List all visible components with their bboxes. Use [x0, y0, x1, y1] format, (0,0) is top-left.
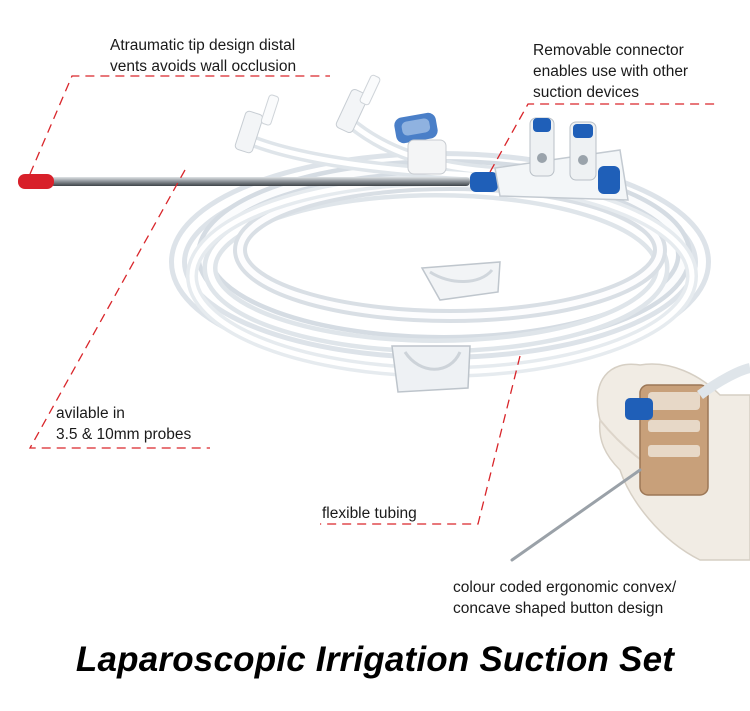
product-title: Laparoscopic Irrigation Suction Set — [75, 640, 675, 679]
leader-tip — [29, 75, 330, 175]
spike-connectors — [234, 74, 447, 175]
tubing-clamps — [391, 261, 501, 393]
callout-line: Atraumatic tip design distal — [110, 37, 296, 54]
callout-button-design: colour coded ergonomic convex/ concave s… — [453, 577, 676, 619]
gloved-hand-photo — [510, 363, 750, 562]
callout-line: enables use with other — [533, 63, 689, 80]
leader-probes — [28, 169, 210, 449]
leader-connector — [489, 103, 720, 173]
callout-line: Removable connector — [533, 42, 684, 59]
callout-line: suction devices — [533, 84, 639, 101]
callout-removable-connector: Removable connector enables use with oth… — [533, 40, 688, 103]
callout-line: colour coded ergonomic convex/ — [453, 579, 677, 596]
suction-probe — [18, 172, 498, 192]
callout-line: 3.5 & 10mm probes — [56, 426, 192, 443]
valve-handle — [494, 117, 629, 201]
callout-line: flexible tubing — [322, 505, 417, 522]
callout-line: concave shaped button design — [453, 600, 664, 617]
callout-leader-lines — [28, 75, 720, 525]
callout-line: vents avoids wall occlusion — [110, 58, 297, 75]
callout-flexible-tubing: flexible tubing — [322, 503, 417, 524]
probe-tip — [18, 174, 54, 189]
leader-tubing — [320, 355, 521, 525]
callout-probe-sizes: avilable in 3.5 & 10mm probes — [56, 403, 191, 445]
callout-line: avilable in — [56, 405, 125, 422]
callout-atraumatic-tip: Atraumatic tip design distal vents avoid… — [110, 35, 296, 77]
